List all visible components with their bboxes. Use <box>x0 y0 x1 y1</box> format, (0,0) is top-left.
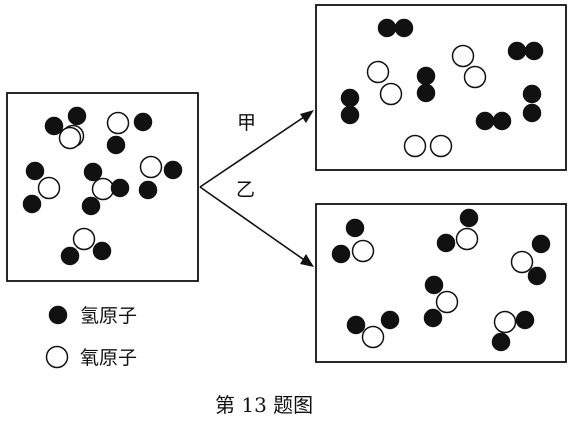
hydrogen-atom <box>416 83 436 103</box>
hydrogen-atom <box>491 332 511 352</box>
product-a-molecule <box>340 88 360 125</box>
hydrogen-atom <box>436 233 456 253</box>
oxygen-atom <box>435 290 459 314</box>
oxygen-atom <box>451 44 475 68</box>
product-b-molecule <box>331 218 375 264</box>
oxygen-atom <box>139 155 163 179</box>
oxygen-atom <box>463 65 487 89</box>
hydrogen-atom <box>331 244 351 264</box>
arrow-a <box>199 110 314 188</box>
hydrogen-atom <box>380 310 400 330</box>
hydrogen-atom <box>22 194 42 214</box>
reactant-molecule <box>138 155 183 200</box>
oxygen-atom <box>403 134 427 158</box>
reactant-molecules <box>22 106 183 266</box>
hydrogen-atom <box>106 135 126 155</box>
oxygen-atom <box>366 60 390 84</box>
product-a-molecule <box>377 18 414 38</box>
hydrogen-atom <box>507 41 527 61</box>
hydrogen-atom <box>527 266 547 286</box>
arrow-b <box>199 186 314 267</box>
oxygen-atom <box>106 111 130 135</box>
hydrogen-atom <box>531 234 551 254</box>
hydrogen-atom <box>60 246 80 266</box>
legend-oxygen-label: 氧原子 <box>80 347 137 369</box>
oxygen-atom <box>361 325 385 349</box>
hydrogen-atom <box>345 218 365 238</box>
product-a-molecule <box>403 134 453 158</box>
hydrogen-atom <box>394 18 414 38</box>
reactant-molecule <box>106 111 153 155</box>
hydrogen-atom <box>138 180 158 200</box>
legend-oxygen-symbol <box>45 345 69 369</box>
hydrogen-atom <box>416 66 436 86</box>
oxygen-atom <box>72 227 96 251</box>
hydrogen-atom <box>44 116 64 136</box>
oxygen-atom <box>455 227 479 251</box>
hydrogen-atom <box>340 88 360 108</box>
product-b-molecule <box>423 275 459 328</box>
hydrogen-atom <box>67 106 87 126</box>
product-a-molecules <box>340 18 544 158</box>
product-b-molecule <box>510 234 551 286</box>
reactant-molecule <box>81 162 130 216</box>
product-a-molecule <box>507 41 544 61</box>
legend: 氢原子 氧原子 <box>45 305 137 369</box>
hydrogen-atom <box>424 275 444 295</box>
product-box-a <box>315 4 567 171</box>
hydrogen-atom <box>423 308 443 328</box>
oxygen-atom <box>58 126 82 150</box>
oxygen-atom <box>429 134 453 158</box>
reactant-molecule <box>22 161 61 214</box>
oxygen-atom <box>37 176 61 200</box>
product-b-molecule <box>346 310 400 349</box>
product-b-molecule <box>491 310 535 352</box>
hydrogen-atom <box>346 315 366 335</box>
hydrogen-atom <box>92 241 112 261</box>
hydrogen-atom <box>475 111 495 131</box>
product-b-molecule <box>436 208 479 253</box>
label-path-a: 甲 <box>237 112 256 134</box>
product-a-molecule <box>416 66 436 103</box>
hydrogen-atom <box>524 41 544 61</box>
hydrogen-atom <box>25 161 45 181</box>
product-a-molecule <box>475 111 512 131</box>
reactant-box <box>6 92 199 282</box>
hydrogen-atom <box>133 112 153 132</box>
product-box-b <box>315 203 567 363</box>
figure-caption: 第 13 题图 <box>215 393 313 417</box>
hydrogen-atom <box>83 162 103 182</box>
product-a-molecule <box>366 60 403 106</box>
hydrogen-atom <box>522 103 542 123</box>
oxygen-atom <box>379 82 403 106</box>
product-a-molecule <box>451 44 487 89</box>
oxygen-atom <box>351 239 375 263</box>
reactant-molecule <box>60 227 112 266</box>
oxygen-atom <box>91 177 115 201</box>
reactant-molecule <box>44 106 87 150</box>
oxygen-atom <box>493 310 517 334</box>
legend-hydrogen-label: 氢原子 <box>80 305 137 327</box>
legend-hydrogen-symbol <box>48 305 68 325</box>
label-path-b: 乙 <box>236 179 255 201</box>
product-a-molecule <box>522 84 542 123</box>
hydrogen-atom <box>492 111 512 131</box>
hydrogen-atom <box>340 105 360 125</box>
hydrogen-atom <box>522 84 542 104</box>
product-b-molecules <box>331 208 551 352</box>
hydrogen-atom <box>515 310 535 330</box>
hydrogen-atom <box>110 178 130 198</box>
oxygen-atom <box>510 250 534 274</box>
hydrogen-atom <box>81 196 101 216</box>
hydrogen-atom <box>377 18 397 38</box>
hydrogen-atom <box>459 208 479 228</box>
hydrogen-atom <box>163 160 183 180</box>
